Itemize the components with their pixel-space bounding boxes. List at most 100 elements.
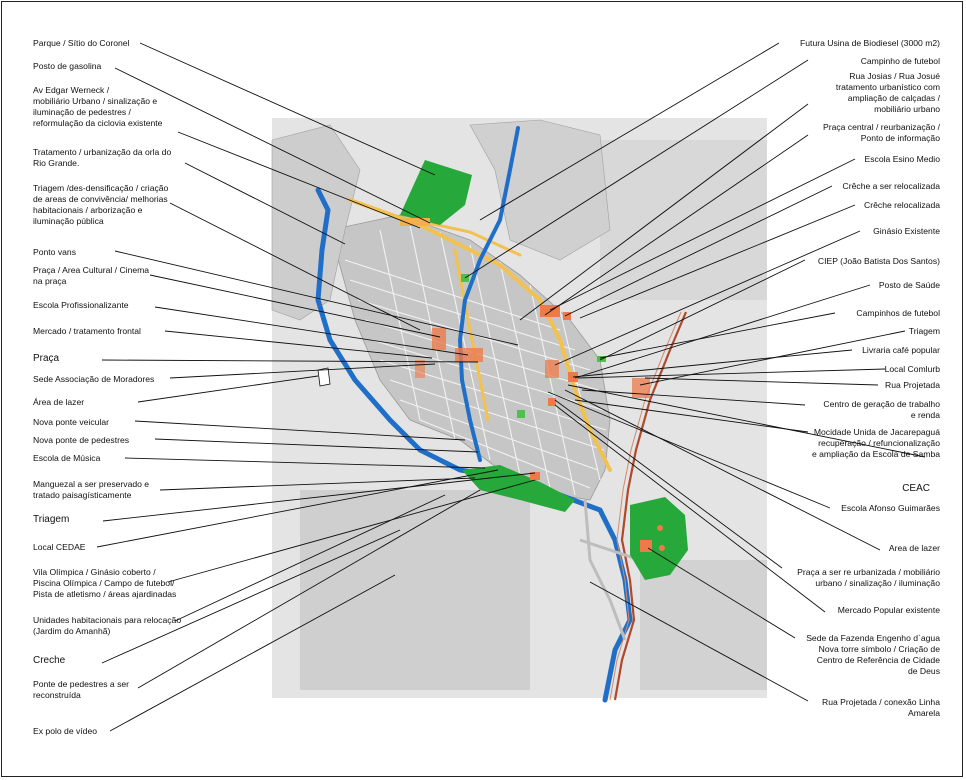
label-line: Posto de gasolina: [33, 61, 102, 71]
label-line: na praça: [33, 276, 67, 286]
label-creche-l: Creche: [33, 655, 65, 666]
label-line: Ex polo de vídeo: [33, 726, 98, 736]
label-line: CEAC: [902, 483, 930, 494]
label-line: reconstruída: [33, 690, 81, 700]
green-park-sitio: [400, 160, 472, 225]
label-line: Sede Associação de Moradores: [33, 374, 155, 384]
label-line: reformulação da ciclovia existente: [33, 118, 163, 128]
label-line: Manguezal a ser preservado e: [33, 479, 150, 489]
area-lazer-green: [517, 410, 525, 418]
label-line: Av Edgar Werneck /: [33, 85, 110, 95]
label-line: (Jardim do Amanhã): [33, 626, 111, 636]
label-ginasio: Ginásio Existente: [873, 226, 940, 237]
label-line: Ginásio Existente: [873, 226, 940, 236]
label-line: Vila Olímpica / Ginásio coberto /: [33, 567, 156, 577]
label-line: Centro de Referência de Cidade: [816, 655, 940, 665]
label-mercado: Mercado / tratamento frontal: [33, 326, 141, 337]
label-line: urbano / sinalização / iluminação: [815, 578, 940, 588]
label-line: Centro de geração de trabalho: [823, 399, 940, 409]
label-line: CIEP (João Batista Dos Santos): [817, 256, 940, 266]
label-mercado-popular: Mercado Popular existente: [838, 605, 940, 616]
label-line: de areas de convivência/ melhorias: [33, 194, 168, 204]
green-vila-olimpica: [630, 497, 688, 580]
label-line: iluminação pública: [33, 216, 104, 226]
green-mangrove: [462, 465, 575, 512]
label-line: Ponto vans: [33, 247, 76, 257]
label-creche-relocalizada: Crêche relocalizada: [864, 200, 940, 211]
label-ceac: CEAC: [902, 483, 930, 494]
label-line: Rua Projetada: [885, 380, 940, 390]
label-praca-central: Praça central / reurbanização /Ponto de …: [823, 122, 940, 144]
label-line: Campinho de futebol: [860, 56, 940, 66]
label-line: Campinhos de futebol: [856, 308, 940, 318]
label-line: Mocidade Unida de Jacarepaguá: [813, 427, 940, 437]
label-unidades: Unidades habitacionais para relocação(Ja…: [33, 615, 181, 637]
label-line: Ponte de pedestres a ser: [33, 679, 130, 689]
label-cedae: Local CEDAE: [33, 542, 86, 553]
label-ponte-pedestres: Nova ponte de pedestres: [33, 435, 129, 446]
label-ponto-vans: Ponto vans: [33, 247, 76, 258]
label-line: Praça / Area Cultural / Cinema: [33, 265, 150, 275]
label-ciep: CIEP (João Batista Dos Santos): [818, 256, 940, 267]
label-line: habitacionais / arborização e: [33, 205, 143, 215]
label-line: Futura Usina de Biodiesel (3000 m2): [800, 38, 940, 48]
label-line: Praça: [33, 353, 60, 364]
leader-lines: [96, 42, 926, 732]
label-line: Posto de Saúde: [878, 280, 940, 290]
label-campinho-1: Campinho de futebol: [861, 56, 940, 67]
label-line: Sede da Fazenda Engenho d`agua: [806, 633, 940, 643]
label-line: Triagem: [908, 326, 940, 336]
label-line: Escola Profissionalizante: [33, 300, 129, 310]
label-vila-olimpica: Vila Olímpica / Ginásio coberto /Piscina…: [33, 567, 176, 600]
label-line: Area de lazer: [888, 543, 940, 553]
label-line: Triagem /des-densificação / criação: [33, 183, 169, 193]
urban-fabric-north: [469, 119, 611, 261]
label-line: Local Comlurb: [884, 364, 940, 374]
label-line: Piscina Olímpica / Campo de futebol/: [33, 578, 175, 588]
label-line: Escola Esino Medio: [864, 154, 940, 164]
label-line: Unidades habitacionais para relocação: [33, 615, 182, 625]
label-line: Rua Josias / Rua Josué: [849, 71, 940, 81]
label-line: recuperação / refuncionalização: [818, 438, 940, 448]
label-triagem-2: Triagem: [33, 514, 69, 525]
label-triagem-r: Triagem: [909, 326, 940, 337]
label-posto-saude: Posto de Saúde: [879, 280, 940, 291]
label-line: Rua Projetada / conexão Linha: [821, 697, 940, 707]
label-line: e ampliação da Escola de Samba: [811, 449, 940, 459]
label-area-lazer-1: Área de lazer: [33, 397, 84, 408]
label-posto-gasolina: Posto de gasolina: [33, 61, 101, 72]
label-rua-projetada: Rua Projetada: [885, 380, 940, 391]
label-area-lazer-2: Area de lazer: [889, 543, 940, 554]
label-ponte-veicular: Nova ponte veicular: [33, 417, 109, 428]
label-usina: Futura Usina de Biodiesel (3000 m2): [800, 38, 940, 49]
label-comlurb: Local Comlurb: [885, 364, 940, 375]
label-line: iluminação de pedestres /: [33, 107, 131, 117]
label-line: Amarela: [908, 708, 940, 718]
label-line: tratamento urbanístico com: [835, 82, 940, 92]
label-parque: Parque / Sítio do Coronel: [33, 38, 130, 49]
aerial-dark-field: [300, 490, 530, 690]
label-creche-relocalizar: Crêche a ser relocalizada: [843, 181, 940, 192]
label-line: ampliação de calçadas /: [847, 93, 940, 103]
label-line: Praça a ser re urbanizada / mobiliário: [797, 567, 940, 577]
label-escola-musica: Escola de Música: [33, 453, 100, 464]
label-line: Crêche relocalizada: [864, 200, 940, 210]
label-line: tratado paisagísticamente: [33, 490, 132, 500]
label-line: Creche: [33, 655, 66, 666]
label-line: Parque / Sítio do Coronel: [33, 38, 130, 48]
rail-line: [609, 311, 688, 701]
label-line: Nova ponte veicular: [33, 417, 109, 427]
label-line: Local CEDAE: [33, 542, 86, 552]
label-line: Ponto de informação: [860, 133, 940, 143]
